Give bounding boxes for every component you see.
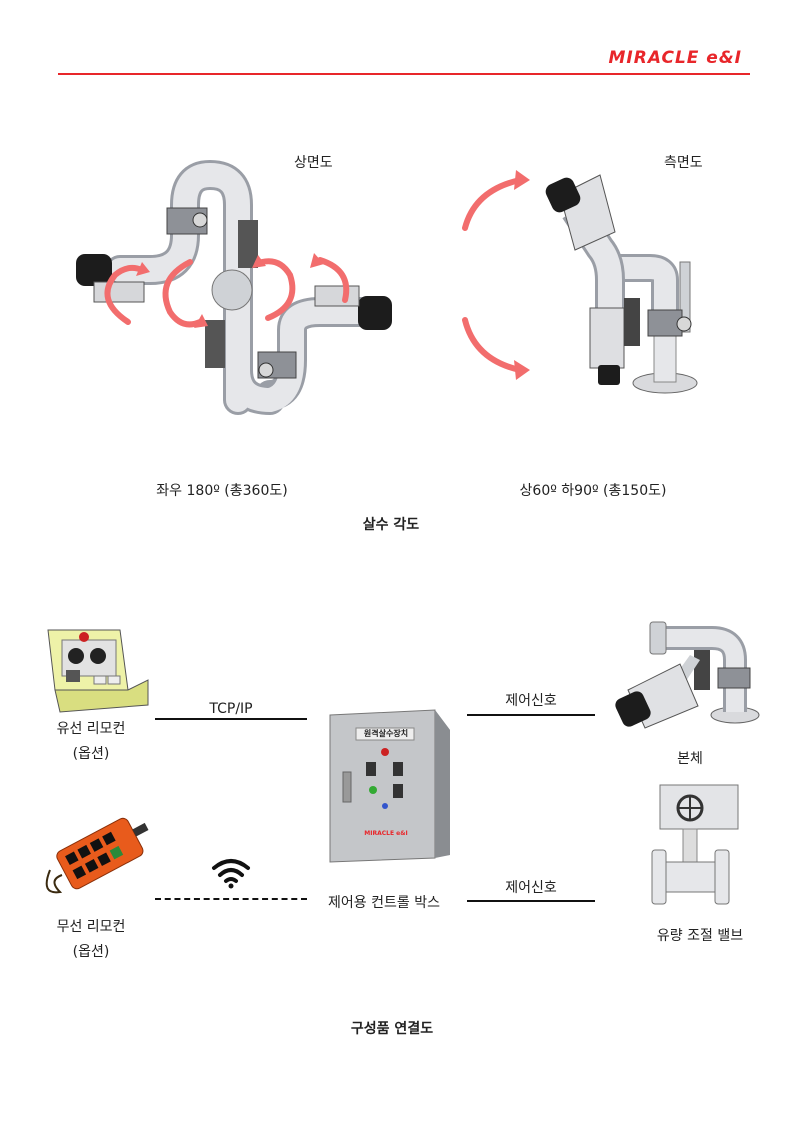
control-signal-bottom-line — [467, 900, 595, 902]
wifi-icon — [212, 859, 250, 889]
header-divider — [58, 73, 750, 75]
spray-angle-caption: 살수 각도 — [362, 517, 420, 533]
brand-logo: MIRACLE e&I — [608, 48, 742, 68]
control-signal-bottom-label: 제어신호 — [505, 880, 557, 896]
control-box-label: 제어용 컨트롤 박스 — [328, 895, 440, 911]
top-view-label: 상면도 — [294, 155, 333, 171]
vertical-range-label: 상60º 하90º (총150도) — [519, 483, 667, 499]
wired-remote-note: (옵션) — [72, 746, 110, 762]
control-signal-top-label: 제어신호 — [505, 693, 557, 709]
main-body-label: 본체 — [677, 751, 703, 767]
side-view-label: 측면도 — [664, 155, 703, 171]
tcp-ip-connection-line — [155, 718, 307, 720]
control-panel-title: 원격살수장치 — [363, 729, 409, 738]
control-signal-top-line — [467, 714, 595, 716]
wired-remote-label: 유선 리모컨 — [56, 721, 126, 737]
wireless-remote-label: 무선 리모컨 — [56, 919, 126, 935]
flow-valve-label: 유량 조절 밸브 — [656, 928, 744, 944]
connection-diagram-caption: 구성품 연결도 — [350, 1021, 434, 1037]
wireless-connection-line — [155, 898, 307, 900]
wireless-remote-note: (옵션) — [72, 944, 110, 960]
horizontal-range-label: 좌우 180º (총360도) — [156, 483, 288, 499]
tcp-ip-label: TCP/IP — [209, 701, 253, 717]
control-panel-logo: MIRACLE e&I — [364, 830, 408, 837]
